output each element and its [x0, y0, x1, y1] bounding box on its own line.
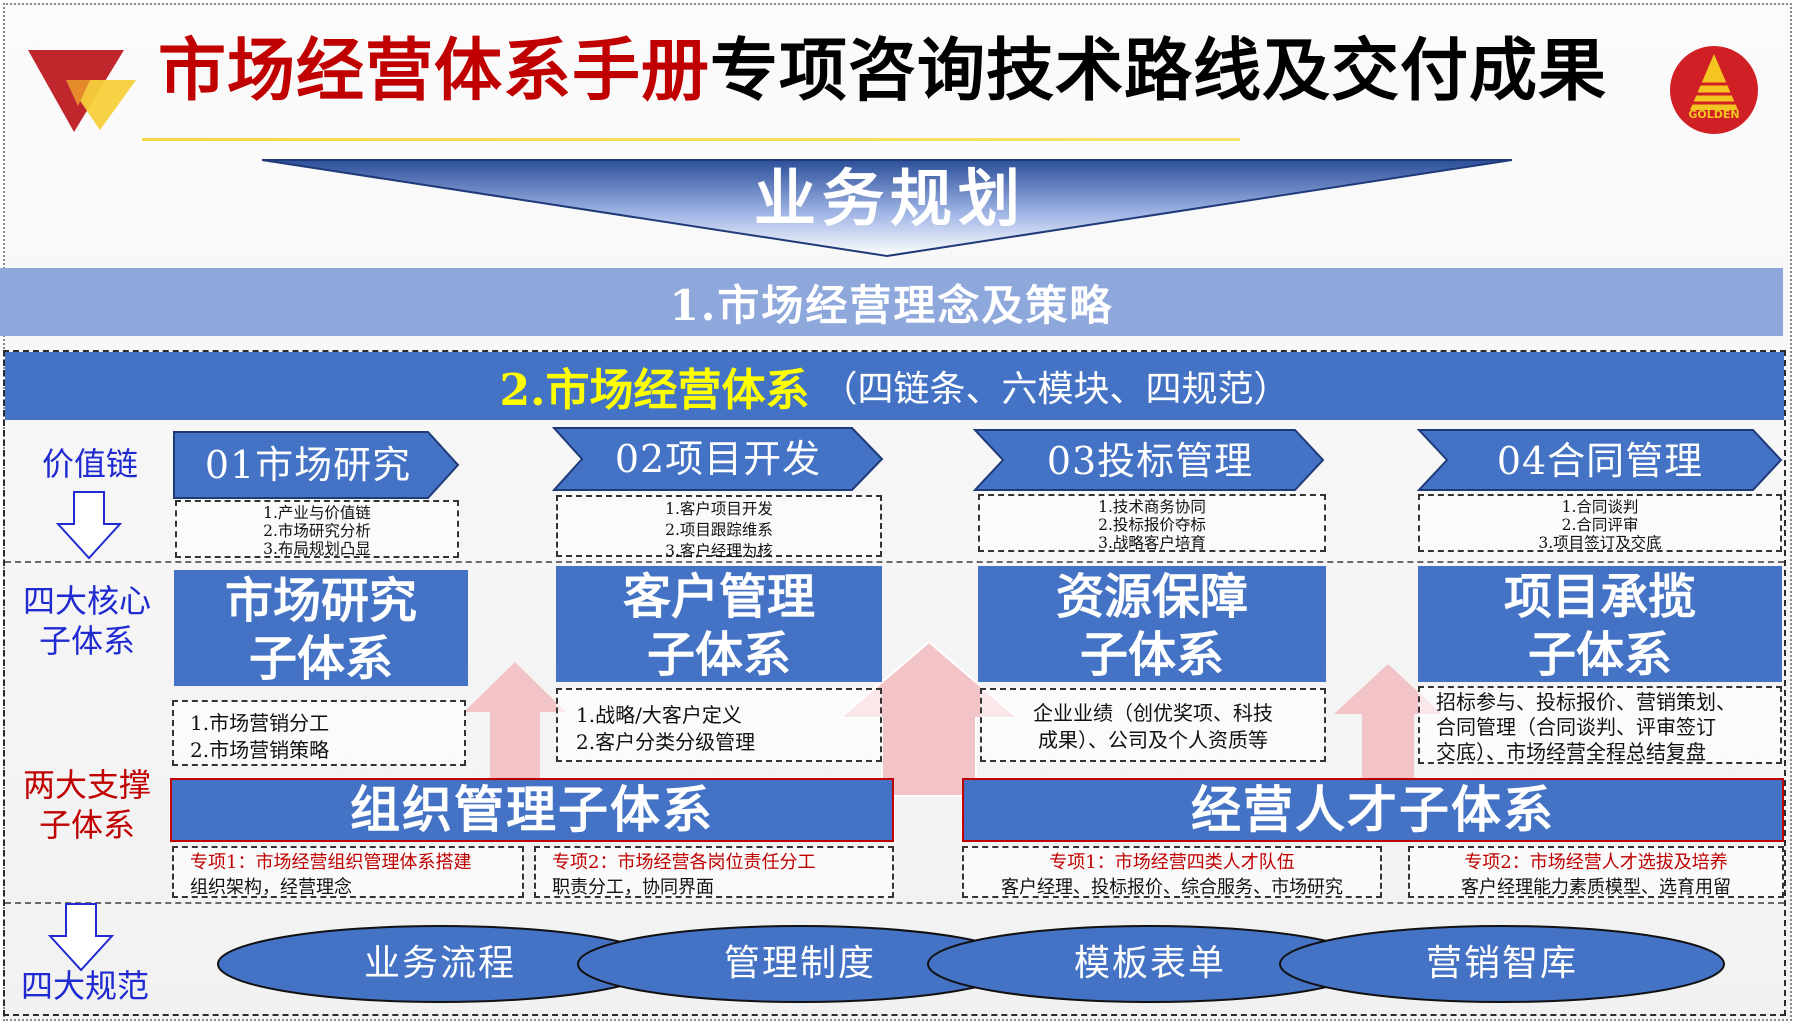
core-system-title-line1: 客户管理	[622, 569, 815, 625]
core-system-customer-management: 客户管理 子体系	[556, 566, 882, 683]
core-system-title-line1: 市场研究	[224, 573, 417, 629]
list-item: 2.市场营销策略	[190, 738, 330, 762]
red-yellow-triangle-logo-icon	[28, 50, 136, 132]
norm-label-2: 管理制度	[723, 943, 876, 984]
value-chain-label-1: 01市场研究	[204, 443, 412, 487]
value-chain-label-3: 03投标管理	[1046, 439, 1254, 483]
list-item: 1.技术商务协同	[1098, 498, 1206, 516]
value-chain-chevron-1	[173, 431, 460, 499]
side-label-value-chain: 价值链	[41, 445, 138, 483]
norms-ellipses	[217, 925, 1725, 1003]
norm-label-4: 营销智库	[1425, 943, 1578, 984]
list-item: 2.项目跟踪维系	[665, 521, 773, 539]
project-title: 专项1：市场经营四类人才队伍	[1049, 852, 1295, 873]
project-content: 客户经理能力素质模型、选育用留	[1461, 877, 1731, 898]
core-system-title-line2: 子体系	[1527, 627, 1672, 683]
norm-label-1: 业务流程	[363, 943, 516, 984]
project-title: 专项1：市场经营组织管理体系搭建	[190, 852, 472, 873]
side-label-support-line1: 两大支撑	[22, 766, 151, 804]
list-item: 3.客户经理为核	[665, 542, 773, 560]
core-system-title-line2: 子体系	[646, 627, 791, 683]
title-red-part: 市场经营体系手册	[158, 32, 711, 111]
system-dashed-frame	[3, 350, 1786, 1016]
side-label-core-line2: 子体系	[38, 622, 135, 660]
planning-label: 业务规划	[753, 162, 1026, 235]
project-content: 职责分工，协同界面	[552, 877, 714, 898]
value-chain-items-1: 1.产业与价值链 2.市场研究分析 3.布局规划凸显	[175, 500, 459, 558]
value-chain-items-2: 1.客户项目开发 2.项目跟踪维系 3.客户经理为核	[556, 495, 882, 560]
strategy-band: 1.市场经营理念及策略	[0, 268, 1783, 336]
core-system-project-contracting: 项目承揽 子体系	[1418, 566, 1782, 683]
hollow-down-arrow-icon	[48, 903, 114, 972]
norm-label-3: 模板表单	[1073, 943, 1226, 984]
core-system-market-research: 市场研究 子体系	[174, 570, 468, 687]
core-desc-2: 1.战略/大客户定义 2.客户分类分级管理	[556, 688, 882, 762]
support-project-2: 专项2：市场经营各岗位责任分工 职责分工，协同界面	[534, 846, 894, 898]
planning-triangle	[262, 159, 1512, 258]
list-item: 1.产业与价值链	[263, 504, 371, 522]
core-system-resource-assurance: 资源保障 子体系	[978, 566, 1326, 683]
project-title: 专项2：市场经营各岗位责任分工	[552, 852, 816, 873]
pink-up-arrow	[464, 662, 566, 778]
hollow-down-arrow-icon	[56, 491, 122, 560]
value-chain-label-2: 02项目开发	[614, 437, 822, 481]
list-item: 合同管理（合同谈判、评审签订	[1436, 715, 1716, 739]
strategy-band-label: 1.市场经营理念及策略	[669, 280, 1114, 330]
page-title: 市场经营体系手册专项咨询技术路线及交付成果	[158, 22, 1607, 122]
list-item: 1.市场营销分工	[190, 711, 330, 735]
row-separator	[5, 902, 1784, 904]
title-underline	[142, 138, 1240, 141]
core-desc-4: 招标参与、投标报价、营销策划、 合同管理（合同谈判、评审签订 交底）、市场经营全…	[1418, 686, 1782, 764]
project-content: 客户经理、投标报价、综合服务、市场研究	[1001, 877, 1343, 898]
list-item: 企业业绩（创优奖项、科技	[1033, 701, 1273, 725]
system-band-title: 2.市场经营体系	[499, 365, 810, 416]
list-item: 1.战略/大客户定义	[576, 703, 742, 727]
list-item: 2.客户分类分级管理	[576, 730, 756, 754]
norm-ellipse-4	[1279, 925, 1725, 1003]
support-project-4: 专项2：市场经营人才选拔及培养 客户经理能力素质模型、选育用留	[1408, 846, 1784, 898]
side-label-core-line1: 四大核心	[22, 582, 151, 620]
list-item: 3.项目签订及交底	[1538, 534, 1662, 552]
core-system-title-line2: 子体系	[248, 631, 393, 687]
logo-text: GOLDEN	[1688, 108, 1740, 121]
core-desc-1: 1.市场营销分工 2.市场营销策略	[172, 700, 466, 766]
value-chain-items-4: 1.合同谈判 2.合同评审 3.项目签订及交底	[1418, 494, 1782, 552]
pink-up-arrow	[1334, 664, 1442, 778]
title-black-part: 专项咨询技术路线及交付成果	[710, 32, 1608, 111]
list-item: 2.合同评审	[1561, 516, 1639, 534]
list-item: 成果）、公司及个人资质等	[1038, 728, 1268, 752]
list-item: 2.投标报价夺标	[1098, 516, 1206, 534]
list-item: 招标参与、投标报价、营销策划、	[1436, 690, 1736, 714]
list-item: 交底）、市场经营全程总结复盘	[1436, 740, 1706, 764]
side-label-norms: 四大规范	[20, 967, 149, 1005]
support-system-organization: 组织管理子体系	[170, 778, 894, 842]
system-band: 2.市场经营体系 （四链条、六模块、四规范）	[5, 352, 1784, 420]
side-label-support-line2: 子体系	[38, 806, 135, 844]
list-item: 1.合同谈判	[1561, 498, 1639, 516]
system-band-subtitle: （四链条、六模块、四规范）	[821, 369, 1290, 410]
core-system-title-line2: 子体系	[1079, 627, 1224, 683]
list-item: 2.市场研究分析	[263, 522, 371, 540]
list-item: 1.客户项目开发	[665, 500, 773, 518]
project-title: 专项2：市场经营人才选拔及培养	[1464, 852, 1728, 873]
core-system-title-line1: 资源保障	[1055, 569, 1248, 625]
core-desc-3: 企业业绩（创优奖项、科技 成果）、公司及个人资质等	[980, 688, 1326, 762]
value-chain-chevron-4	[1417, 429, 1783, 491]
list-item: 3.布局规划凸显	[263, 540, 371, 558]
row-separator	[5, 561, 1784, 563]
support-system-talent: 经营人才子体系	[962, 778, 1784, 842]
list-item: 3.战略客户培育	[1098, 534, 1206, 552]
value-chain-chevron-2	[552, 427, 884, 491]
value-chain-chevron-3	[973, 429, 1325, 491]
side-label-core: 四大核心 子体系	[12, 581, 162, 661]
golden-pyramid-logo-icon: GOLDEN	[1668, 44, 1760, 136]
core-system-title-line1: 项目承揽	[1503, 569, 1696, 625]
value-chain-label-4: 04合同管理	[1496, 439, 1704, 483]
value-chain-items-3: 1.技术商务协同 2.投标报价夺标 3.战略客户培育	[978, 494, 1326, 552]
support-project-1: 专项1：市场经营组织管理体系搭建 组织架构，经营理念	[172, 846, 524, 898]
side-label-support: 两大支撑 子体系	[12, 765, 162, 845]
support-project-3: 专项1：市场经营四类人才队伍 客户经理、投标报价、综合服务、市场研究	[962, 846, 1382, 898]
project-content: 组织架构，经营理念	[190, 877, 352, 898]
